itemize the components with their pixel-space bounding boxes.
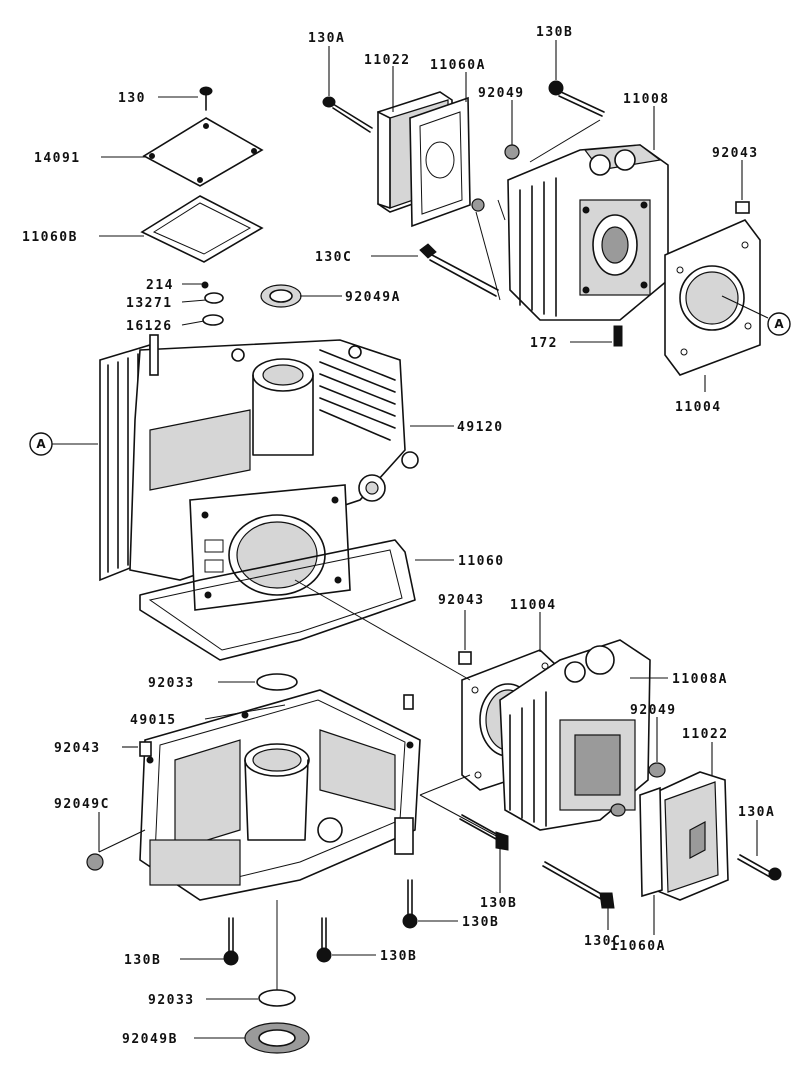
label-130B-top: 130B: [536, 25, 573, 40]
label-16126: 16126: [126, 319, 173, 334]
crankcase-49120: [99, 334, 419, 611]
svg-text:A: A: [774, 317, 784, 331]
seal-92049C: [86, 853, 104, 871]
label-11008: 11008: [623, 92, 670, 107]
part-labels: 130 14091 11060B 214 13271 16126 92049A …: [22, 25, 775, 1047]
gasket-11060A-top: [409, 96, 471, 228]
gasket-11060: [139, 539, 416, 661]
label-92049-top: 92049: [478, 86, 525, 101]
label-11004-mid: 11004: [510, 598, 557, 613]
label-11004-top: 11004: [675, 400, 722, 415]
bolt-130A-bot: [737, 854, 782, 881]
label-11060B: 11060B: [22, 230, 78, 245]
callout-a-right: A: [721, 295, 791, 336]
label-130C-top: 130C: [315, 250, 352, 265]
label-49120: 49120: [457, 420, 504, 435]
label-92043-left: 92043: [54, 741, 101, 756]
label-92033-top: 92033: [148, 676, 195, 691]
gasket-11060B: [140, 195, 264, 263]
label-92049C: 92049C: [54, 797, 110, 812]
bolt-130C-top: [419, 243, 499, 297]
label-92049-bot: 92049: [630, 703, 677, 718]
label-130: 130: [118, 91, 146, 106]
label-11060A-bot: 11060A: [610, 939, 666, 954]
label-11060: 11060: [458, 554, 505, 569]
label-130B-left: 130B: [124, 953, 161, 968]
seal-92049-bot: [648, 762, 666, 778]
dowel-92043-left: [139, 741, 152, 757]
label-214: 214: [146, 278, 174, 293]
seal-92049-top: [504, 144, 520, 160]
bolt-130A-top: [322, 96, 373, 133]
rocker-cover-11022-bot: [649, 771, 729, 901]
label-13271: 13271: [126, 296, 173, 311]
oil-seal-92049A: [260, 284, 302, 308]
label-11022-top: 11022: [364, 53, 411, 68]
label-92043-mid: 92043: [438, 593, 485, 608]
bolt-130B-right: [402, 879, 418, 929]
dowel-92043-top: [735, 201, 750, 214]
cylinder-head-11008A: [499, 639, 651, 831]
bolt-130B-left: [223, 917, 239, 966]
label-130B-lower: 130B: [380, 949, 417, 964]
oil-seal-92049B: [244, 1022, 310, 1054]
valve-cover-group: [140, 86, 264, 263]
label-92043-top: 92043: [712, 146, 759, 161]
bolt-130B-mid: [459, 814, 509, 851]
label-49015: 49015: [130, 713, 177, 728]
leader-lines: [98, 40, 758, 1039]
label-11008A: 11008A: [672, 672, 728, 687]
label-14091: 14091: [34, 151, 81, 166]
label-11022-bot: 11022: [682, 727, 729, 742]
breather-small-parts: [201, 281, 224, 326]
bolt-130B-top: [548, 80, 605, 117]
label-130A-bot: 130A: [738, 805, 775, 820]
screw-130: [199, 86, 213, 111]
svg-text:A: A: [36, 437, 46, 451]
oil-pan-49015: [139, 689, 421, 901]
label-92049A: 92049A: [345, 290, 401, 305]
o-ring-92033-bot: [258, 989, 296, 1007]
label-130B-mid: 130B: [480, 896, 517, 911]
cylinder-head-11008: [507, 144, 669, 321]
label-11060A-top: 11060A: [430, 58, 486, 73]
label-92049B: 92049B: [122, 1032, 178, 1047]
bolt-130B-lower: [316, 917, 332, 963]
cover-plate-14091: [142, 117, 264, 187]
label-172: 172: [530, 336, 558, 351]
bolt-130C-bot: [542, 861, 615, 909]
callout-a-left: A: [29, 432, 98, 456]
label-130A-top: 130A: [308, 31, 345, 46]
dowel-92043-mid: [458, 651, 472, 665]
gasket-11060A-bot: [639, 786, 663, 898]
label-130C-bot: 130C: [584, 934, 621, 949]
label-92033-bot: 92033: [148, 993, 195, 1008]
o-ring-92033-top: [256, 673, 298, 691]
label-130B-right: 130B: [462, 915, 499, 930]
stud-172: [613, 325, 623, 347]
head-gasket-11004-top: [664, 219, 761, 376]
